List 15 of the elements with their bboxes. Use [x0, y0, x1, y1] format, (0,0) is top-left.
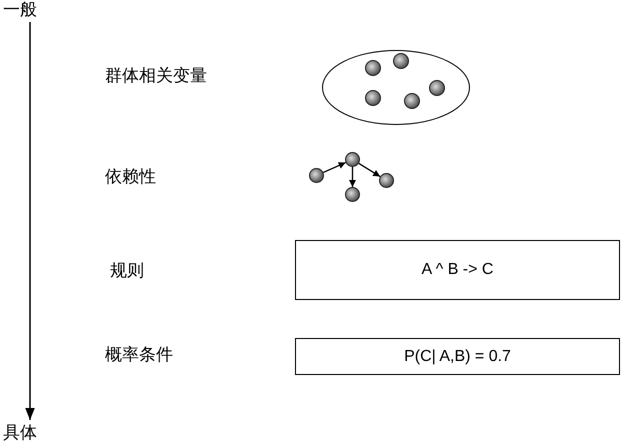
rule-text: A ^ B -> C: [422, 260, 494, 280]
level-label: 群体相关变量: [105, 65, 207, 88]
arrow: [323, 162, 346, 174]
level-label: 概率条件: [105, 344, 173, 367]
arrow: [25, 22, 35, 420]
rule-text: P(C| A,B) = 0.7: [404, 346, 511, 366]
axis-end-label: 具体: [3, 422, 37, 446]
axis-end-label: 一般: [3, 0, 37, 22]
text-box: [295, 338, 620, 375]
arrow: [358, 162, 380, 178]
level-label: 规则: [110, 260, 144, 283]
text-box: [295, 240, 620, 300]
level-label: 依赖性: [105, 166, 156, 189]
ellipse-group: [322, 50, 470, 125]
arrow: [349, 167, 356, 187]
